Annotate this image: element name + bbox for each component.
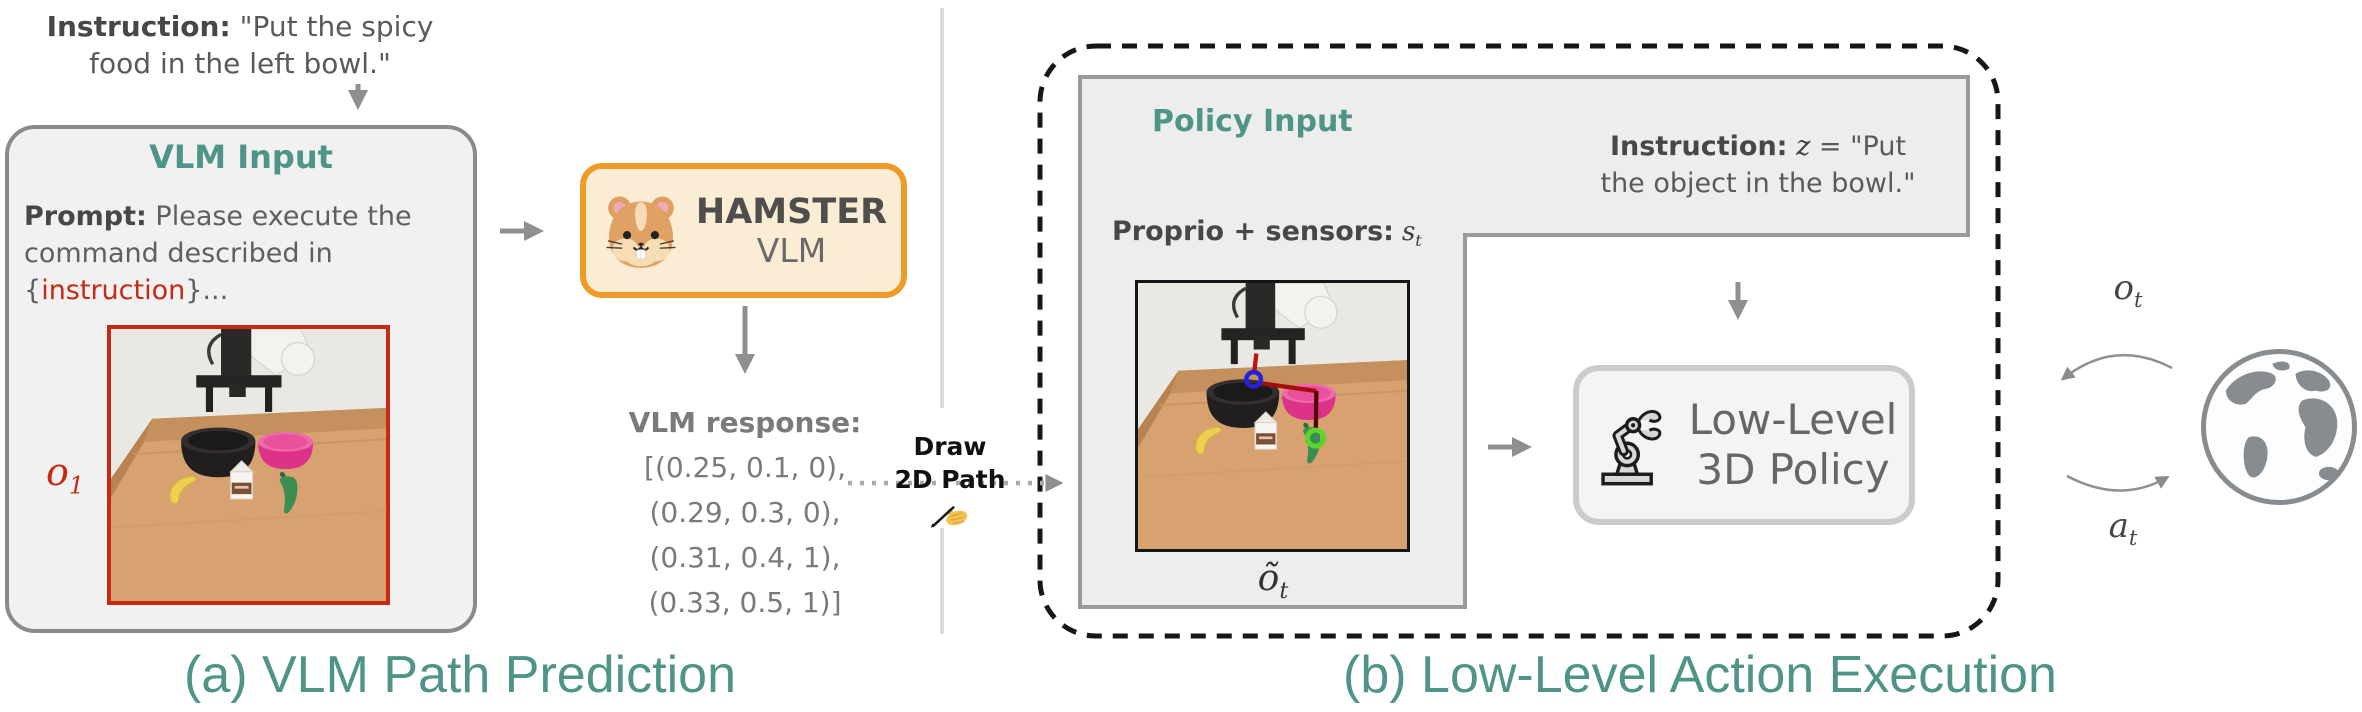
policy-instruction-text: Instruction: z = "Put the object in the … <box>1600 131 1916 199</box>
vlm-response-text: VLM response: [(0.25, 0.1, 0), (0.29, 0.… <box>558 400 932 625</box>
observation-1-label: o1 <box>46 450 85 500</box>
state-variable: st <box>1401 217 1422 251</box>
hamster-subtitle: VLM <box>756 230 827 270</box>
caption-part-b: (b) Low-Level Action Execution <box>1343 646 2057 704</box>
instruction-placeholder: instruction <box>41 275 186 306</box>
policy-input-title: Policy Input <box>1152 104 1353 139</box>
world-action-label: at <box>2108 506 2138 550</box>
robot-scene-with-path-art <box>1138 283 1407 549</box>
flow-arrows <box>348 84 1748 457</box>
earth-icon <box>2196 344 2362 510</box>
low-level-policy-text: Low-Level 3D Policy <box>1688 395 1898 494</box>
instruction-variable: z <box>1796 131 1811 162</box>
hamster-vlm-text: HAMSTER VLM <box>696 192 887 270</box>
input-observation-image <box>107 325 390 605</box>
task-instruction-text: Instruction: "Put the spicy food in the … <box>46 10 434 80</box>
instruction-label: Instruction: <box>46 10 231 43</box>
world-interaction-arrows <box>2060 353 2173 492</box>
caption-part-a: (a) VLM Path Prediction <box>183 646 737 704</box>
draw-2d-path-label: Draw 2D Path <box>857 430 1043 530</box>
proprio-sensors-label: Proprio + sensors:st <box>1112 216 1422 251</box>
hamster-vlm-box: HAMSTER VLM <box>580 163 907 298</box>
world-observation-label: ot <box>2113 268 2143 312</box>
predicted-2d-path-overlay <box>1244 353 1327 449</box>
prompt-text: Prompt: Please execute the command descr… <box>24 201 412 306</box>
policy-observation-label: õt <box>1257 558 1289 605</box>
writing-hand-icon <box>930 506 968 529</box>
hamster-face-icon <box>606 196 676 268</box>
prompt-label: Prompt: <box>24 201 147 232</box>
vlm-response-label: VLM response: <box>628 406 862 439</box>
robot-scene-art <box>111 329 386 601</box>
policy-instruction-label: Instruction: <box>1609 131 1788 162</box>
hamster-title: HAMSTER <box>695 191 888 232</box>
low-level-policy-box: Low-Level 3D Policy <box>1573 365 1915 525</box>
vlm-input-title: VLM Input <box>149 138 333 176</box>
robot-arm-icon <box>1600 410 1661 486</box>
annotated-observation-image <box>1135 280 1410 552</box>
